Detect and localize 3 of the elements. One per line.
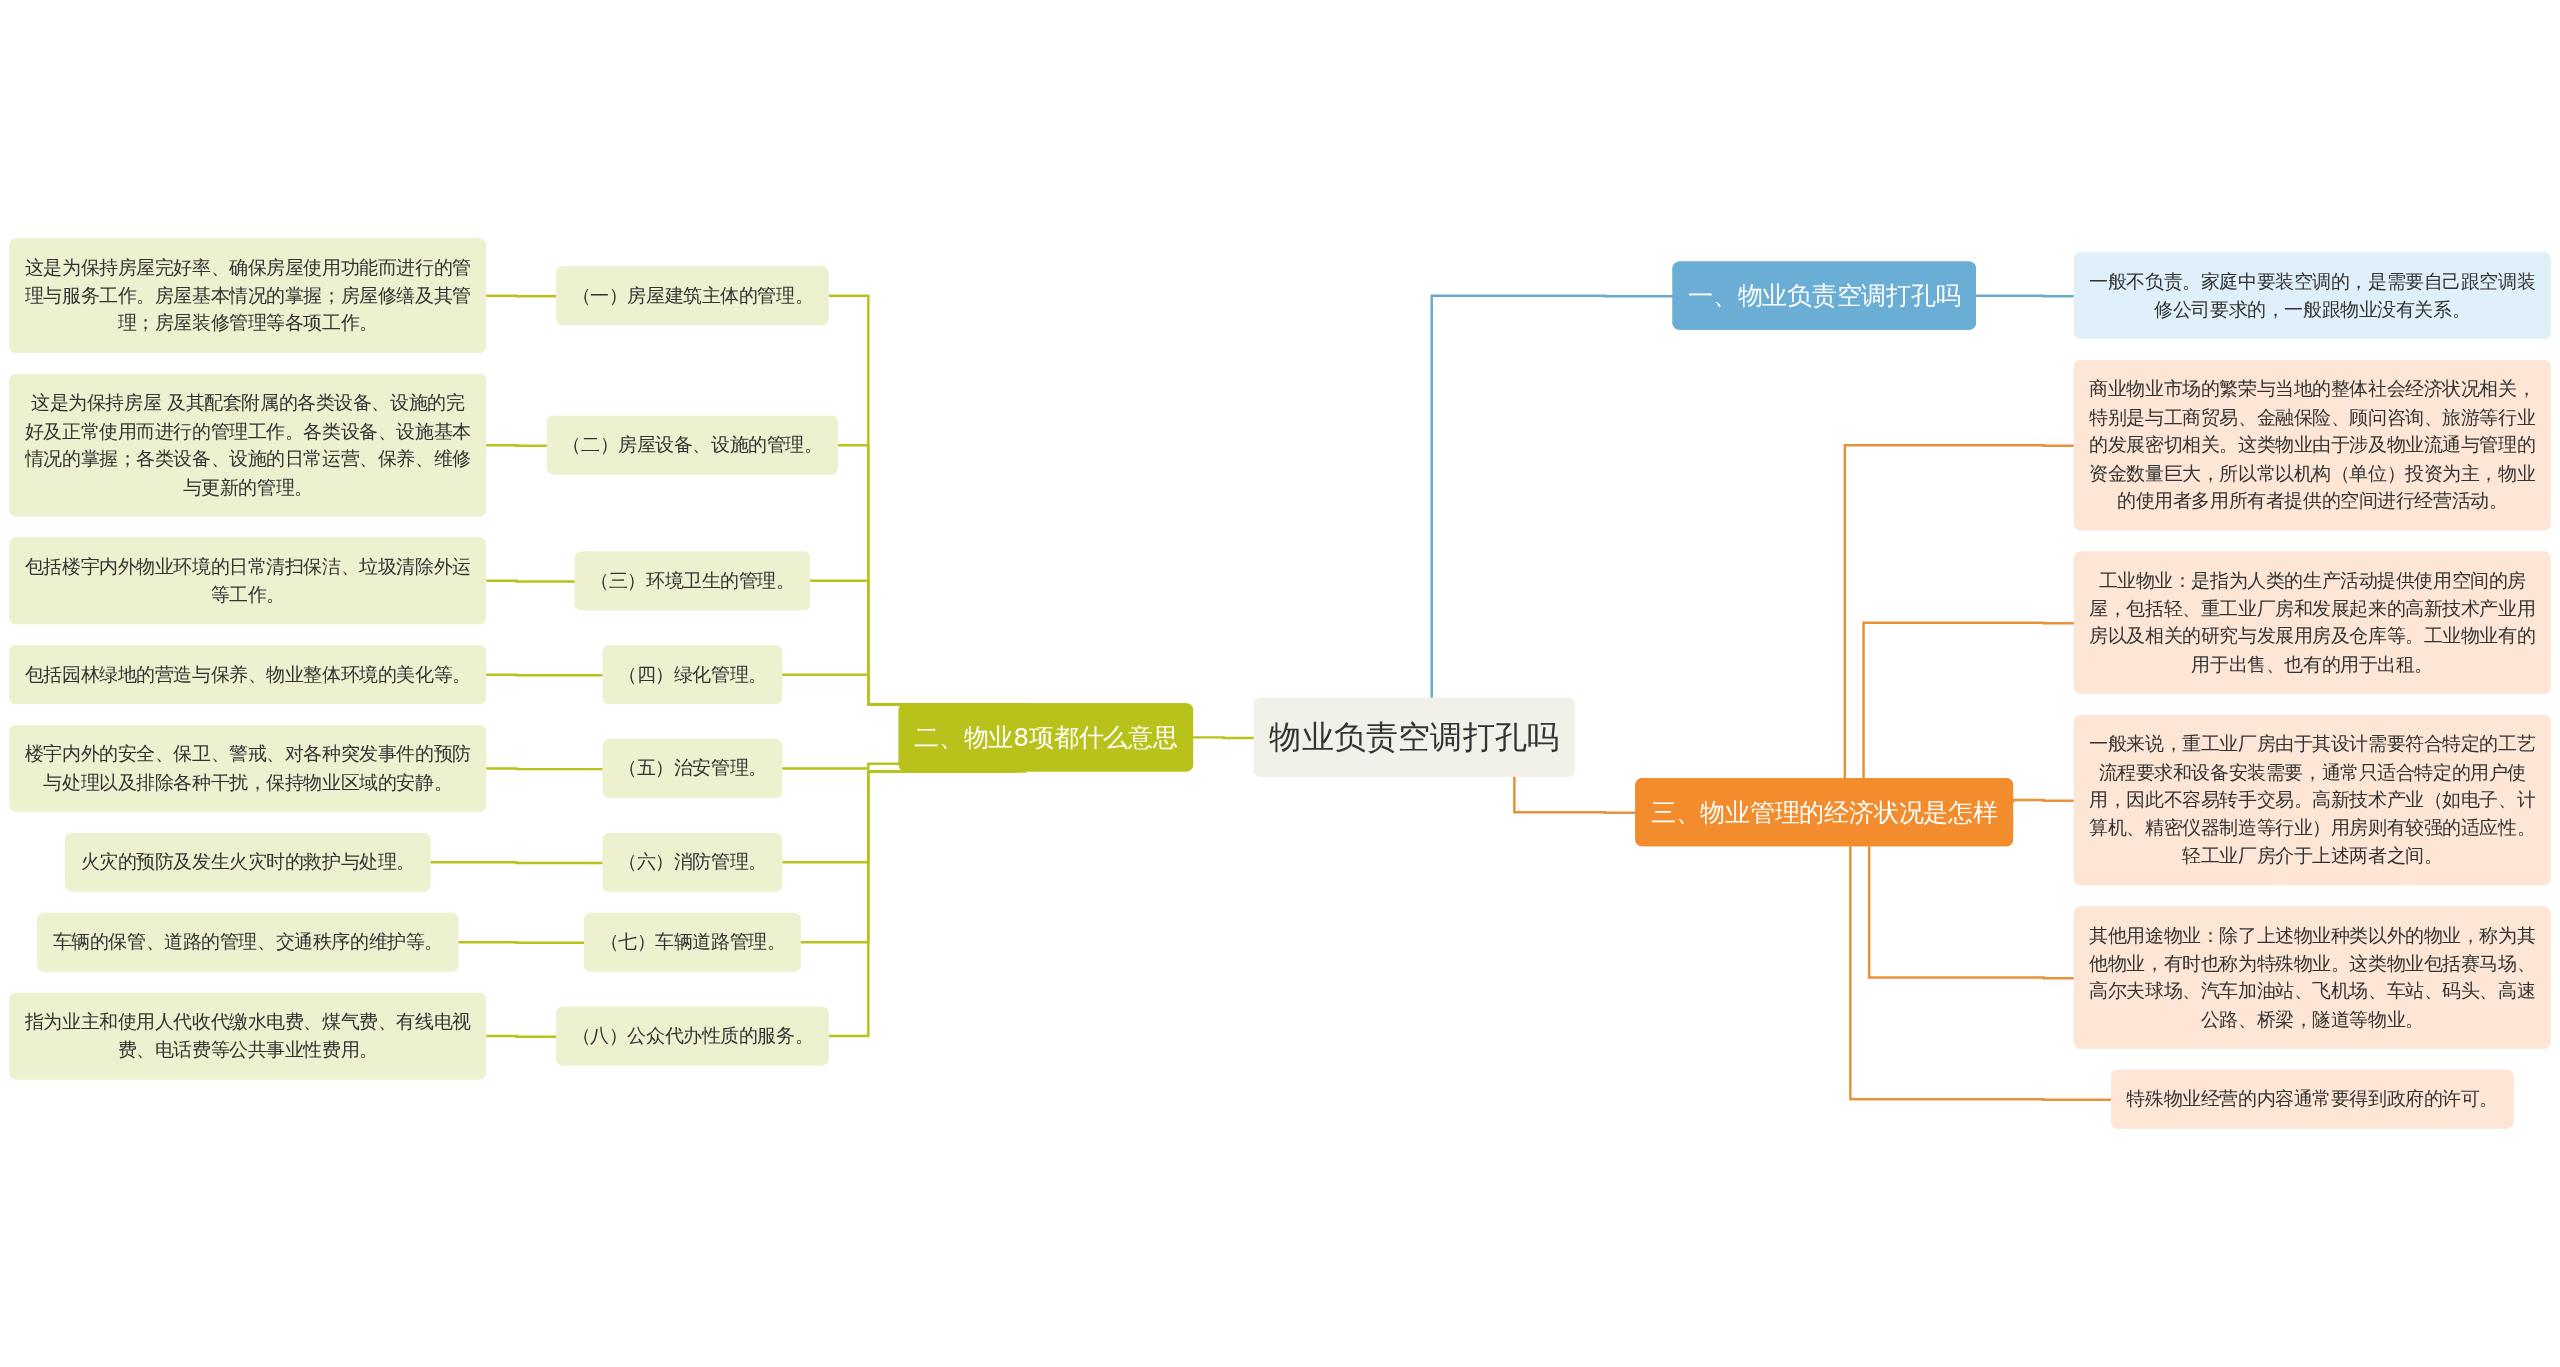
connector xyxy=(1430,294,1674,699)
connector xyxy=(429,861,604,865)
connector xyxy=(781,762,900,771)
